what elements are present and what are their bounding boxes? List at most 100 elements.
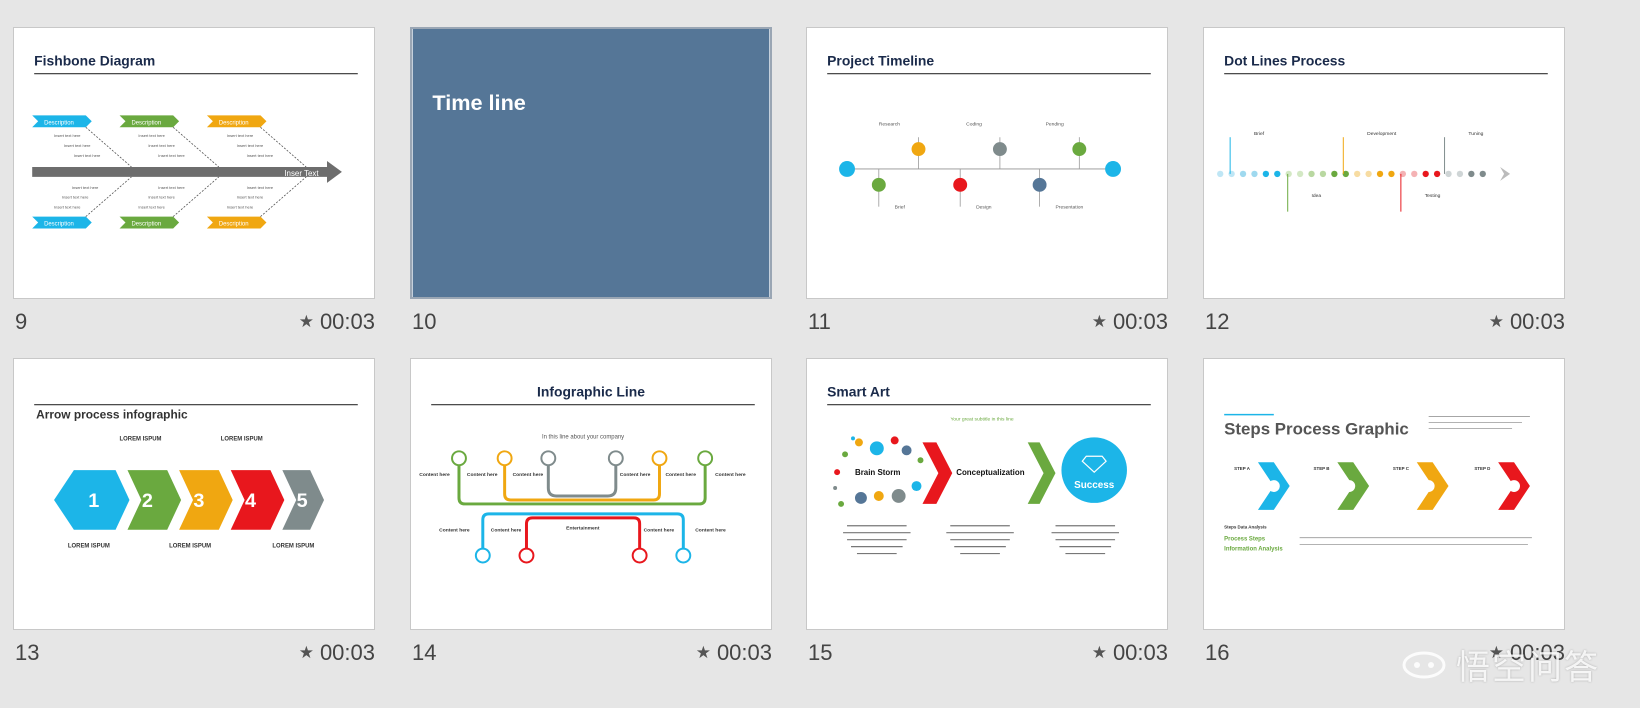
watermark-text: 悟空问答 bbox=[1456, 649, 1600, 687]
lorem-heading: LOREM ISPUM bbox=[272, 544, 314, 550]
transition-star-icon[interactable]: ★ bbox=[1488, 643, 1504, 662]
slide-duration: 00:03 bbox=[1509, 309, 1565, 334]
step-label: Idea bbox=[1312, 193, 1322, 199]
timeline-dot bbox=[1365, 170, 1372, 178]
slide-meta: ★ 00:03 bbox=[299, 640, 375, 666]
brain-storm-label: Brain Storm bbox=[855, 468, 900, 477]
transition-star-icon[interactable]: ★ bbox=[298, 312, 314, 331]
content-label: Content here bbox=[715, 472, 746, 478]
timeline-dot bbox=[1388, 170, 1395, 178]
slide-preview[interactable]: Arrow process infographic 1 2 3 4 5 LORE… bbox=[13, 358, 375, 630]
slide-number: 10 bbox=[412, 309, 437, 334]
slide-duration: 00:03 bbox=[1509, 640, 1565, 665]
timeline-dot bbox=[1354, 170, 1361, 178]
slide-number: 14 bbox=[412, 640, 437, 665]
step-label: Tuning bbox=[1468, 131, 1483, 137]
transition-star-icon[interactable]: ★ bbox=[298, 643, 314, 662]
timeline-dot bbox=[1342, 170, 1349, 178]
content-label: Content here bbox=[491, 528, 522, 534]
timeline-dot bbox=[1285, 170, 1292, 178]
slide-title: Project Timeline bbox=[827, 53, 934, 69]
step-number: 4 bbox=[245, 490, 256, 512]
transition-star-icon[interactable]: ★ bbox=[1488, 312, 1504, 331]
step-number: 5 bbox=[297, 490, 308, 512]
timeline-dot bbox=[1228, 170, 1235, 178]
desc-label: Description bbox=[44, 120, 74, 126]
timeline-dot bbox=[1376, 170, 1384, 178]
timeline-dot bbox=[1239, 170, 1247, 178]
infographic-line-preview: Infographic Line In this line about your… bbox=[419, 384, 755, 564]
item-text: Insert text here bbox=[158, 153, 185, 158]
slide-duration: 00:03 bbox=[716, 640, 772, 665]
information-analysis-label: Information Analysis bbox=[1224, 547, 1283, 553]
slide-title: Arrow process infographic bbox=[36, 408, 188, 422]
item-text: Insert text here bbox=[72, 185, 99, 190]
slide-duration: 00:03 bbox=[319, 640, 375, 665]
slide-preview[interactable]: Project Timeline Research Coding Pending… bbox=[806, 27, 1168, 299]
step-label: Testing bbox=[1425, 193, 1441, 199]
slide-preview[interactable]: Infographic Line In this line about your… bbox=[410, 358, 772, 630]
timeline-dot bbox=[1308, 170, 1315, 178]
transition-star-icon[interactable]: ★ bbox=[1091, 643, 1107, 662]
item-text: Insert text here bbox=[54, 205, 81, 210]
timeline-dot bbox=[1274, 170, 1281, 178]
timeline-title-preview: Time line bbox=[412, 29, 770, 297]
transition-star-icon[interactable]: ★ bbox=[1091, 312, 1107, 331]
item-text: Insert text here bbox=[227, 133, 254, 138]
step-number: 3 bbox=[193, 490, 204, 512]
slide-title: Fishbone Diagram bbox=[34, 53, 155, 69]
content-label: Content here bbox=[695, 528, 726, 534]
milestone-label: Research bbox=[879, 121, 900, 127]
slide-title: Time line bbox=[432, 90, 525, 115]
smart-art-preview: Smart Art Your great subtitle in this li… bbox=[827, 384, 1151, 555]
slide-preview[interactable]: Smart Art Your great subtitle in this li… bbox=[806, 358, 1168, 630]
content-label: Content here bbox=[620, 472, 651, 478]
content-label: Content here bbox=[439, 528, 470, 534]
item-text: Insert text here bbox=[247, 153, 274, 158]
slide-meta: ★ 00:03 bbox=[1489, 309, 1565, 335]
transition-star-icon[interactable]: ★ bbox=[695, 643, 711, 662]
slide-number: 15 bbox=[808, 640, 833, 665]
fishbone-diagram-preview: Fishbone Diagram Inser Text Description … bbox=[32, 53, 358, 229]
slide-duration: 00:03 bbox=[1112, 640, 1168, 665]
desc-label: Description bbox=[131, 222, 161, 228]
slide-meta: ★ 00:03 bbox=[1092, 309, 1168, 335]
slide-number: 13 bbox=[15, 640, 40, 665]
process-steps-label: Process Steps bbox=[1224, 537, 1266, 543]
slide-preview[interactable]: Dot Lines Process Brief Development Tuni… bbox=[1203, 27, 1565, 299]
dot-lines-process-preview: Dot Lines Process Brief Development Tuni… bbox=[1217, 53, 1548, 212]
item-text: Insert text here bbox=[74, 153, 101, 158]
slide-meta: ★ 00:03 bbox=[1489, 640, 1565, 666]
slide-preview[interactable]: Time line bbox=[410, 27, 772, 299]
desc-label: Description bbox=[219, 120, 249, 126]
desc-label: Description bbox=[131, 120, 161, 126]
arrow-process-preview: Arrow process infographic 1 2 3 4 5 LORE… bbox=[34, 404, 358, 550]
desc-label: Description bbox=[44, 222, 74, 228]
content-label: Content here bbox=[665, 472, 696, 478]
timeline-dot bbox=[1468, 170, 1475, 178]
lorem-heading: LOREM ISPUM bbox=[221, 436, 263, 442]
item-text: Insert text here bbox=[237, 195, 264, 200]
slide-preview[interactable]: Fishbone Diagram Inser Text Description … bbox=[13, 27, 375, 299]
step-number: 2 bbox=[142, 490, 153, 512]
slide-meta: ★ 00:03 bbox=[1092, 640, 1168, 666]
slide-meta: ★ 00:03 bbox=[299, 309, 375, 335]
step-label: STEP A bbox=[1234, 466, 1251, 471]
milestone-label: Pending bbox=[1046, 121, 1064, 127]
lorem-heading: LOREM ISPUM bbox=[169, 544, 211, 550]
milestone-label: Brief bbox=[895, 205, 906, 211]
step-label: Development bbox=[1367, 131, 1397, 137]
slide-meta: ★ 00:03 bbox=[696, 640, 772, 666]
slide-preview[interactable]: Steps Process Graphic STEP A STEP B STEP… bbox=[1203, 358, 1565, 630]
wukong-logo-icon bbox=[1402, 651, 1446, 678]
item-text: Insert text here bbox=[148, 143, 175, 148]
success-label: Success bbox=[1074, 480, 1115, 491]
item-text: Insert text here bbox=[54, 133, 81, 138]
timeline-dot bbox=[1479, 170, 1486, 178]
timeline-dot bbox=[1456, 170, 1464, 178]
item-text: Insert text here bbox=[247, 185, 274, 190]
timeline-dot bbox=[1445, 170, 1452, 178]
item-text: Insert text here bbox=[158, 185, 185, 190]
step-label: Brief bbox=[1254, 131, 1265, 137]
content-label: Entertainment bbox=[566, 526, 600, 532]
